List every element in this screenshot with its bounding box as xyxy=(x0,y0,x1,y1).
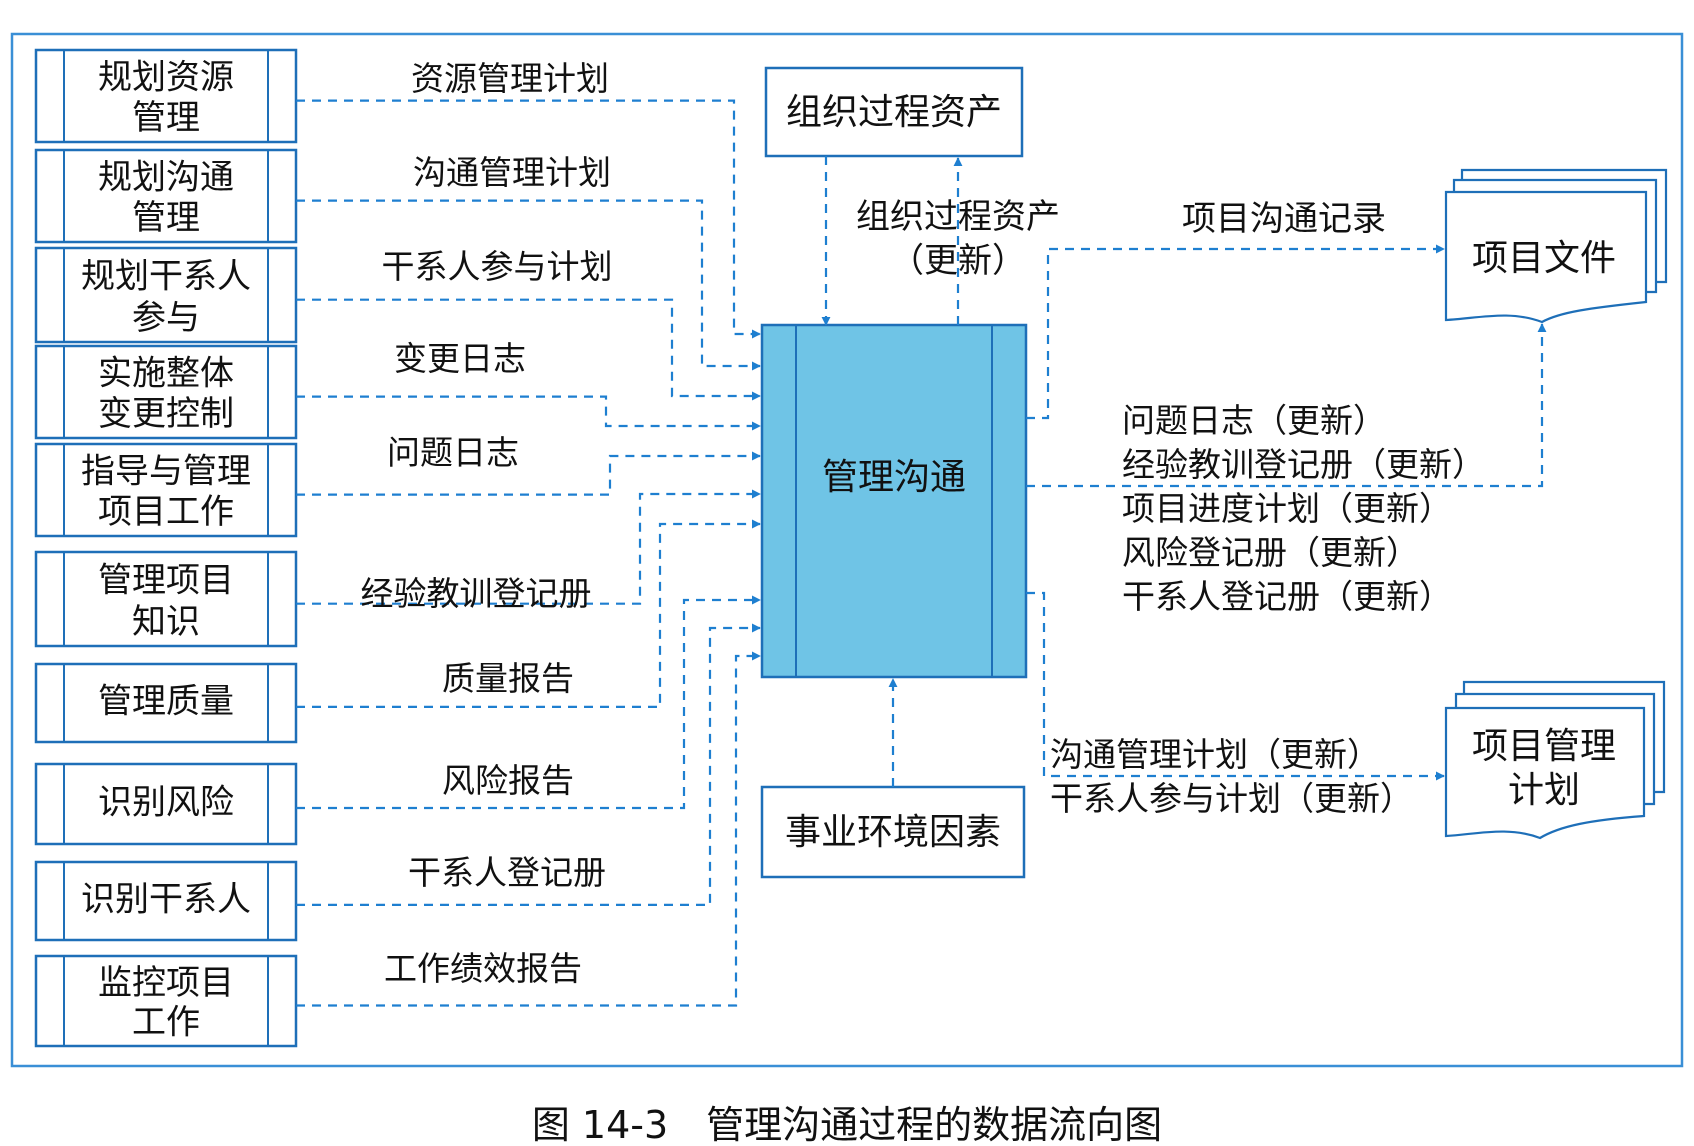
input-flow-label: 经验教训登记册 xyxy=(361,574,592,613)
project-docs-label: 项目文件 xyxy=(1472,238,1616,279)
plan-update-label: 沟通管理计划（更新） xyxy=(1050,735,1380,774)
input-process-label: 管理 xyxy=(132,98,200,138)
input-flow-9 xyxy=(296,623,761,906)
input-process-label: 管理项目 xyxy=(98,560,234,600)
input-process-label: 指导与管理 xyxy=(81,452,251,492)
center-process-label: 管理沟通 xyxy=(822,457,966,498)
input-flow-label: 问题日志 xyxy=(387,433,519,472)
input-process-label: 管理 xyxy=(132,198,200,238)
flow-label-opa-update-1: 组织过程资产 xyxy=(856,197,1060,237)
doc-update-label: 项目进度计划（更新） xyxy=(1122,489,1452,528)
flow-plan-updates xyxy=(1026,591,1445,781)
input-flow-10 xyxy=(296,651,761,1007)
input-process-label: 工作 xyxy=(132,1002,200,1042)
input-flow-label: 质量报告 xyxy=(442,659,574,698)
input-process-7: 管理质量 质量报告 xyxy=(34,519,761,744)
doc-update-label: 干系人登记册（更新） xyxy=(1122,577,1452,616)
input-process-label: 知识 xyxy=(132,602,200,642)
input-flow-label: 资源管理计划 xyxy=(411,59,609,98)
input-process-label: 识别干系人 xyxy=(81,879,251,919)
doc-update-label: 经验教训登记册（更新） xyxy=(1122,445,1485,484)
input-process-label: 规划资源 xyxy=(98,58,234,98)
input-process-label: 参与 xyxy=(132,298,200,338)
input-flow-6 xyxy=(296,489,761,605)
input-process-8: 识别风险 风险报告 xyxy=(34,595,761,846)
input-processes: 规划资源管理资源管理计划规划沟通管理沟通管理计划规划干系人参与干系人参与计划实施… xyxy=(34,48,761,1048)
pm-plan-label-1: 项目管理 xyxy=(1472,726,1616,767)
input-process-label: 变更控制 xyxy=(98,394,234,434)
figure-caption: 图 14-3 管理沟通过程的数据流向图 xyxy=(532,1103,1162,1146)
doc-update-label: 风险登记册（更新） xyxy=(1122,533,1419,572)
eef-box: 事业环境因素 xyxy=(760,785,1026,879)
input-process-label: 实施整体 xyxy=(98,354,234,394)
plan-update-label: 干系人参与计划（更新） xyxy=(1050,779,1413,818)
input-flow-3 xyxy=(296,298,761,401)
outer-frame xyxy=(10,32,1684,1068)
input-process-label: 规划干系人 xyxy=(81,256,251,296)
doc-update-label: 问题日志（更新） xyxy=(1122,401,1386,440)
input-flow-label: 风险报告 xyxy=(442,761,574,800)
input-flow-4 xyxy=(296,395,761,431)
pm-plan-shape: 项目管理 计划 xyxy=(1444,680,1666,840)
input-flow-2 xyxy=(296,199,761,371)
input-flow-8 xyxy=(296,595,761,810)
flow-label-comm-record: 项目沟通记录 xyxy=(1182,199,1386,239)
input-flow-label: 干系人登记册 xyxy=(408,853,606,892)
input-process-label: 规划沟通 xyxy=(98,158,234,198)
output-flows xyxy=(821,156,1547,787)
flow-doc-updates xyxy=(1026,323,1547,488)
eef-label: 事业环境因素 xyxy=(785,812,1001,853)
org-assets-box: 组织过程资产 xyxy=(764,66,1024,158)
flow-comm-record xyxy=(1026,244,1445,420)
project-docs-shape: 项目文件 xyxy=(1444,168,1668,324)
flow-label-opa-update-2: （更新） xyxy=(890,241,1026,281)
plan-update-labels: 沟通管理计划（更新） 干系人参与计划（更新） xyxy=(1050,735,1413,818)
input-process-label: 监控项目 xyxy=(98,963,234,1003)
doc-update-labels: 问题日志（更新） 经验教训登记册（更新） 项目进度计划（更新） 风险登记册（更新） 干系… xyxy=(1122,401,1485,616)
input-process-label: 项目工作 xyxy=(98,492,234,532)
input-flow-label: 工作绩效报告 xyxy=(384,949,582,988)
input-process-9: 识别干系人 干系人登记册 xyxy=(34,623,761,942)
input-flow-label: 干系人参与计划 xyxy=(382,247,613,286)
input-flow-label: 变更日志 xyxy=(394,339,526,378)
pm-plan-label-2: 计划 xyxy=(1508,770,1580,811)
input-flow-label: 沟通管理计划 xyxy=(413,153,611,192)
input-flow-5 xyxy=(296,451,761,496)
center-process: 管理沟通 xyxy=(760,323,1028,679)
org-assets-label: 组织过程资产 xyxy=(786,92,1002,133)
input-process-label: 识别风险 xyxy=(98,783,234,823)
input-flow-7 xyxy=(296,519,761,708)
input-process-label: 管理质量 xyxy=(98,681,234,721)
